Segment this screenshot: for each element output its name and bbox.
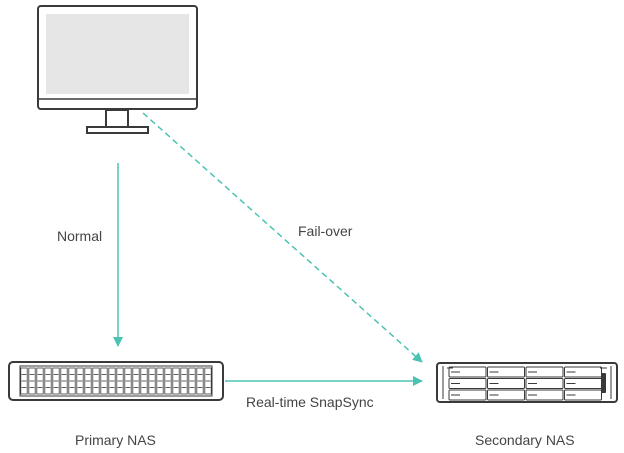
drive-bay [487,366,525,378]
drive-bay [448,378,487,389]
failover-arrow [142,112,423,363]
snapsync-label: Real-time SnapSync [246,394,374,410]
drive-bay [564,366,602,378]
drive-bay [448,366,487,378]
normal-label: Normal [57,228,103,244]
drive-bay [564,389,602,401]
drive-bay [525,378,564,389]
desktop-monitor-icon [37,5,198,134]
drive-bay [525,366,564,378]
failover-label: Fail-over [298,223,353,239]
drive-bay [487,389,525,401]
drive-bay [525,389,564,401]
primary-nas-label: Primary NAS [75,432,156,448]
rack-nas-secondary-icon [436,362,618,403]
drive-bay [487,378,525,389]
drive-bay [448,389,487,401]
secondary-nas-label: Secondary NAS [475,432,575,448]
rack-nas-primary-icon [8,361,224,401]
